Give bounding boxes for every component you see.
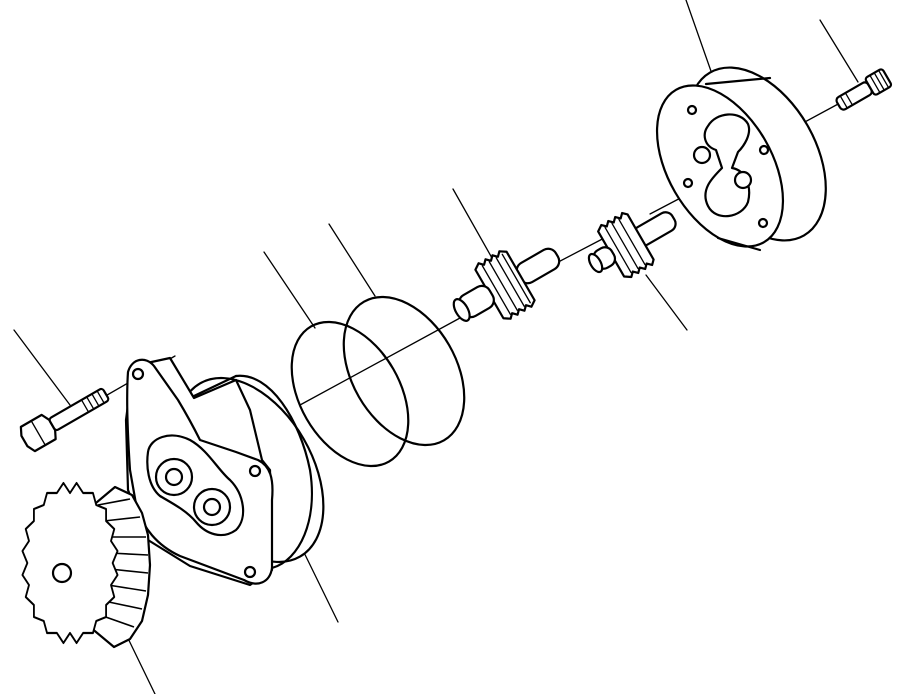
leader-cover [685, 0, 713, 75]
hex-bolt-icon [835, 68, 893, 111]
gear-center-bore [51, 562, 73, 584]
cover-bolt-hole [758, 144, 770, 156]
body-bolt-hole [243, 565, 257, 579]
gear-shaft-icon [452, 247, 561, 322]
main-axis-line-a [299, 317, 461, 406]
cover-cavity [703, 113, 751, 218]
gear-shaft-icon [587, 211, 677, 279]
spur-gear-icon [21, 481, 152, 649]
cover-bolt-hole [757, 217, 769, 229]
body-gear-cavity [146, 434, 245, 537]
leader-bolt-right [819, 19, 859, 83]
hex-bolt-icon [19, 387, 110, 453]
leader-ring-inner [263, 251, 316, 329]
leader-drive-shaft [452, 188, 493, 259]
cover-bore-upper [692, 145, 712, 165]
leader-lines [13, 0, 859, 694]
body-bore-upper-inner [164, 467, 184, 487]
body-bolt-hole [131, 367, 145, 381]
body-bore-lower-inner [202, 497, 222, 517]
leader-bolt-left [13, 329, 71, 406]
leader-ring-outer [328, 223, 376, 297]
cover-bolt-hole [686, 104, 698, 116]
o-ring-icon [342, 295, 466, 447]
cover-bolt-hole [682, 177, 694, 189]
cover-plate-icon [655, 66, 827, 252]
pump-housing-icon [124, 356, 325, 587]
leader-driven-shaft [645, 274, 688, 331]
body-bolt-hole [248, 464, 262, 478]
o-ring-icon [290, 320, 410, 468]
cover-bore-lower [733, 170, 753, 190]
